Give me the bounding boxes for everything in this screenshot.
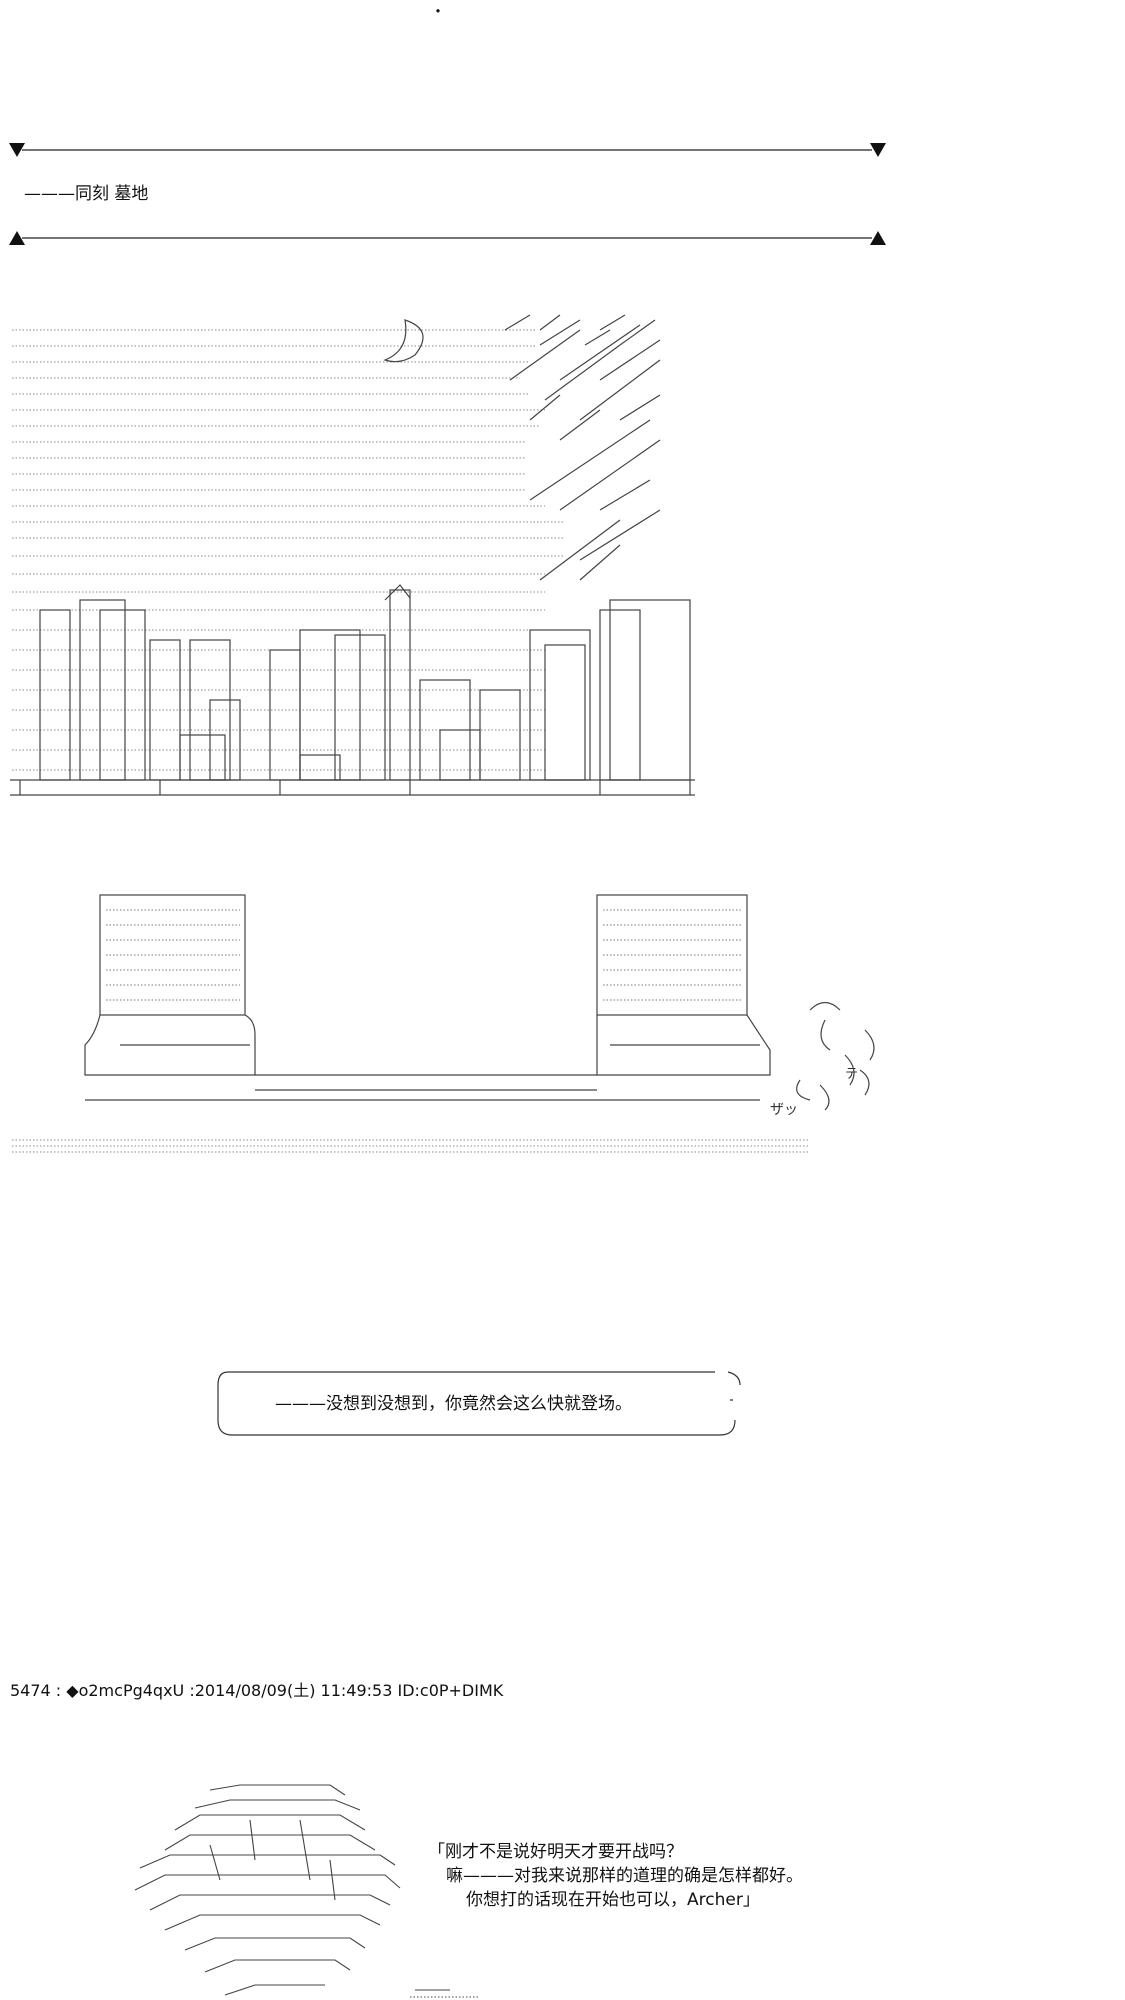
top-dot: ・ (430, 2, 447, 21)
speech-bubble-text: ———没想到没想到，你竟然会这么快就登场。 (275, 1394, 632, 1414)
dialogue-line-1: 「刚才不是说好明天才要开战吗？ (428, 1842, 683, 1862)
sfx-stamp: テ (845, 1067, 859, 1082)
post-header: 5474 : ◆o2mcPg4qxU :2014/08/09(土) 11:49:… (10, 1681, 504, 1700)
dialogue-line-3: 你想打的话现在开始也可以，Archer」 (466, 1890, 760, 1910)
scene-divider-top (9, 143, 886, 245)
sfx-label: ザッ (770, 1102, 798, 1118)
dialogue-line-2: 嘛———对我来说那样的道理的确是怎样都好。 (446, 1866, 803, 1886)
location-caption: ———同刻 墓地 (24, 184, 149, 204)
